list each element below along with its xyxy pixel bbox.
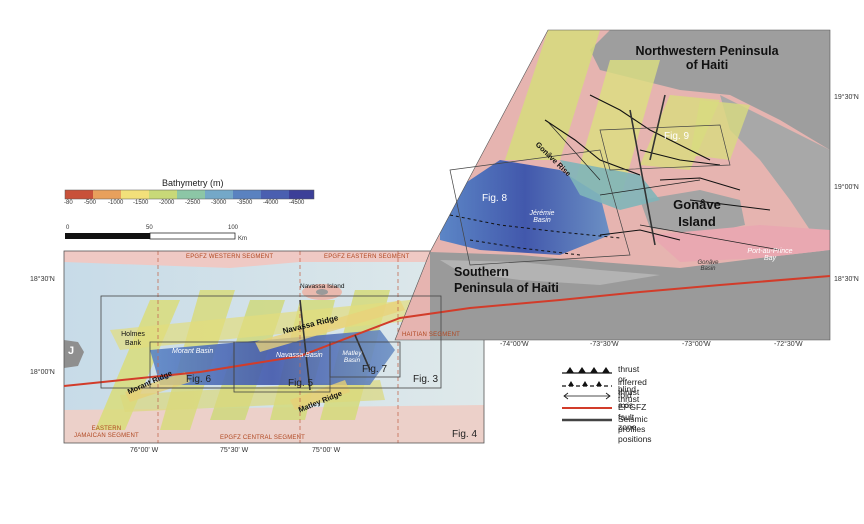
bathy-tick: -3000 xyxy=(211,200,227,206)
fig9-label: Fig. 9 xyxy=(664,131,690,142)
lon-label: -74°00'W xyxy=(500,341,529,348)
segment-eastern-label: EPGFZ EASTERN SEGMENT xyxy=(324,254,410,260)
fig4-label: Fig. 4 xyxy=(452,429,478,440)
navassa-basin-label: Navassa Basin xyxy=(276,352,323,359)
lat-label: 18°30'N xyxy=(834,276,859,283)
lon-label: 76°00' W xyxy=(130,447,159,454)
jeremie-basin-label: Jérémie Basin xyxy=(529,210,555,224)
navassa-island-label: Navassa Island xyxy=(300,283,345,290)
bathy-tick: -80 xyxy=(64,200,73,206)
lon-label: -72°30'W xyxy=(774,341,803,348)
lon-label: 75°00' W xyxy=(312,447,341,454)
southern-peninsula-label: Southern Peninsula of Haiti xyxy=(454,265,559,295)
seismic-profile-symbol-icon xyxy=(562,418,612,422)
fig8-label: Fig. 8 xyxy=(482,193,508,204)
scale-unit: Km xyxy=(238,236,247,242)
fig5-label: Fig. 5 xyxy=(288,378,314,389)
matley-basin-label: Matley Basin xyxy=(342,350,362,364)
lon-label: 75°30' W xyxy=(220,447,249,454)
nw-peninsula-label: Northwestern Peninsula of Haiti xyxy=(635,44,779,72)
bathymetry-title: Bathymetry (m) xyxy=(162,178,224,188)
lat-label: 19°00'N xyxy=(834,184,859,191)
epgfz-fault-line xyxy=(63,275,831,387)
scale-tick: 100 xyxy=(228,225,239,231)
morant-basin-label: Morant Basin xyxy=(172,348,214,355)
bathy-tick: -500 xyxy=(84,200,97,206)
distance-scale-bar xyxy=(65,232,236,240)
lat-label: 18°30'N xyxy=(30,276,55,283)
bathy-tick: -1500 xyxy=(133,200,149,206)
segment-central-label: EPGFZ CENTRAL SEGMENT xyxy=(220,435,305,441)
jamaica-label: J xyxy=(68,345,75,357)
lon-label: -73°00'W xyxy=(682,341,711,348)
fault-zone-symbol-icon xyxy=(562,407,612,409)
port-au-prince-bay-label: Port-au-Prince Bay xyxy=(747,248,793,262)
segment-eastern-jamaican-label: EASTERN JAMAICAN SEGMENT xyxy=(74,426,139,439)
scale-tick: 50 xyxy=(146,225,153,231)
lat-label: 19°30'N xyxy=(834,94,859,101)
lon-label: -73°30'W xyxy=(590,341,619,348)
fig3-label: Fig. 3 xyxy=(413,374,439,385)
inferred-thrust-symbol-icon xyxy=(562,381,612,387)
bathy-tick: -2500 xyxy=(185,200,201,206)
fig6-label: Fig. 6 xyxy=(186,374,212,385)
segment-haitian-label: HAITIAN SEGMENT xyxy=(402,332,461,338)
scale-tick: 0 xyxy=(66,225,70,231)
gonave-basin-label: Gonâve Basin xyxy=(697,260,719,272)
fold-axis-symbol-icon xyxy=(563,392,611,400)
holmes-bank-label: Holmes Bank xyxy=(121,331,145,347)
bathy-tick: -2000 xyxy=(159,200,175,206)
bathymetry-colorbar xyxy=(64,189,315,200)
bathy-tick: -3500 xyxy=(237,200,253,206)
bathy-tick: -1000 xyxy=(108,200,124,206)
thrust-symbol-icon xyxy=(562,367,612,374)
lat-label: 18°00'N xyxy=(30,369,55,376)
bathy-tick: -4000 xyxy=(263,200,279,206)
gonave-island-label: Gonâve Island xyxy=(673,197,721,229)
fig7-label: Fig. 7 xyxy=(362,364,388,375)
bathy-tick: -4500 xyxy=(289,200,305,206)
segment-western-label: EPGFZ WESTERN SEGMENT xyxy=(186,254,274,260)
